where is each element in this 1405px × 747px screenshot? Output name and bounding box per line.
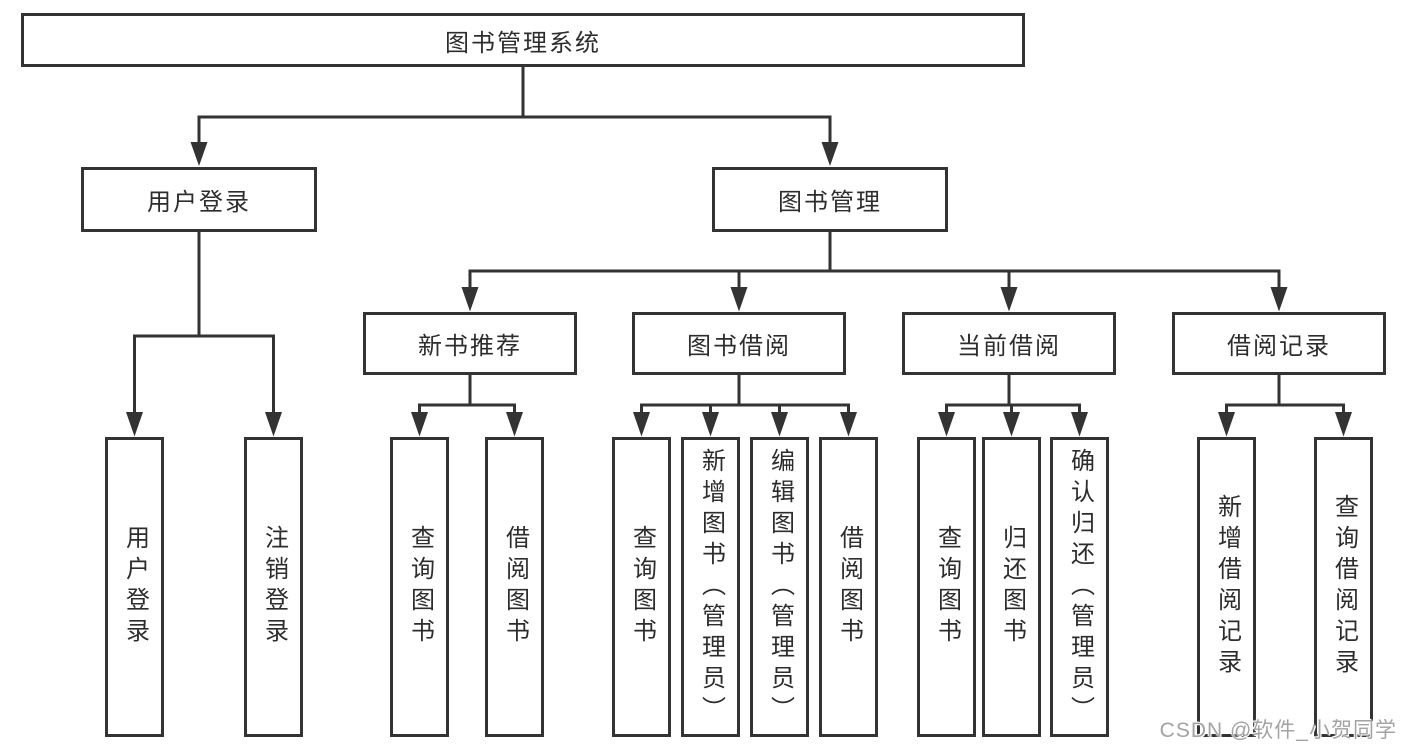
leaf-current-return: 归还图书	[982, 437, 1041, 737]
arrow-down-icon	[821, 142, 839, 166]
connector-root-to-level2	[197, 67, 832, 143]
connector-records-to-leaves	[1225, 375, 1345, 413]
arrow-down-icon	[190, 142, 208, 166]
arrowheads-bookborrow-leaves	[633, 412, 857, 437]
arrow-down-icon	[1003, 412, 1020, 437]
connector-bookborrow-to-leaves	[640, 375, 850, 413]
arrowheads-userlogin-leaves	[126, 412, 282, 437]
node-new-book-recommend: 新书推荐	[363, 312, 577, 375]
arrow-down-icon	[840, 412, 857, 437]
leaf-borrow-query-label: 查询图书	[628, 525, 656, 649]
leaf-borrow-borrow: 借阅图书	[819, 437, 878, 737]
node-book-borrow: 图书借阅	[632, 312, 846, 375]
leaf-current-query: 查询图书	[917, 437, 976, 737]
leaf-newbook-query-label: 查询图书	[406, 525, 434, 649]
node-new-book-recommend-label: 新书推荐	[418, 333, 522, 360]
leaf-borrow-edit-label: 编辑图书（管理员）	[766, 447, 794, 727]
leaf-newbook-borrow-label: 借阅图书	[501, 525, 529, 649]
arrow-down-icon	[1335, 412, 1352, 437]
arrow-down-icon	[938, 412, 955, 437]
leaf-logout: 注销登录	[244, 437, 303, 737]
arrow-down-icon	[461, 287, 479, 312]
leaf-user-login: 用户登录	[105, 437, 164, 737]
node-user-login-label: 用户登录	[147, 189, 251, 216]
node-borrow-records: 借阅记录	[1172, 312, 1386, 375]
arrowheads-level3	[461, 287, 1288, 312]
leaf-logout-label: 注销登录	[260, 525, 288, 649]
arrow-down-icon	[1270, 287, 1288, 312]
node-book-management-label: 图书管理	[778, 189, 882, 216]
arrow-down-icon	[633, 412, 650, 437]
leaf-records-add-label: 新增借阅记录	[1213, 494, 1241, 680]
arrow-down-icon	[730, 287, 748, 312]
leaf-borrow-borrow-label: 借阅图书	[835, 525, 863, 649]
arrow-down-icon	[771, 412, 788, 437]
leaf-borrow-query: 查询图书	[612, 437, 671, 737]
csdn-watermark: CSDN @软件_小贺同学	[1159, 719, 1397, 742]
arrow-down-icon	[411, 412, 428, 437]
node-book-management: 图书管理	[712, 167, 948, 232]
node-current-borrow-label: 当前借阅	[957, 333, 1061, 360]
connector-currentborrow-to-leaves	[945, 375, 1081, 413]
arrowheads-level2	[190, 142, 839, 166]
connector-userlogin-to-leaves	[133, 232, 275, 413]
leaf-newbook-query: 查询图书	[390, 437, 449, 737]
arrow-down-icon	[702, 412, 719, 437]
arrowheads-newbook-leaves	[411, 412, 523, 437]
leaf-borrow-edit: 编辑图书（管理员）	[750, 437, 809, 737]
arrow-down-icon	[126, 412, 143, 437]
leaf-current-return-label: 归还图书	[998, 525, 1026, 649]
leaf-records-add: 新增借阅记录	[1197, 437, 1256, 737]
arrowheads-currentborrow-leaves	[938, 412, 1088, 437]
node-book-borrow-label: 图书借阅	[687, 333, 791, 360]
leaf-borrow-add-label: 新增图书（管理员）	[697, 447, 725, 727]
arrow-down-icon	[506, 412, 523, 437]
leaf-records-query-label: 查询借阅记录	[1330, 494, 1358, 680]
node-borrow-records-label: 借阅记录	[1227, 333, 1331, 360]
leaf-newbook-borrow: 借阅图书	[485, 437, 544, 737]
arrow-down-icon	[1000, 287, 1018, 312]
connector-newbook-to-leaves	[418, 375, 516, 413]
arrow-down-icon	[1071, 412, 1088, 437]
node-user-login: 用户登录	[81, 167, 317, 232]
arrowheads-records-leaves	[1218, 412, 1352, 437]
leaf-borrow-add: 新增图书（管理员）	[681, 437, 740, 737]
leaf-current-query-label: 查询图书	[933, 525, 961, 649]
node-root-label: 图书管理系统	[445, 29, 601, 57]
leaf-current-confirm-label: 确认归还（管理员）	[1066, 447, 1094, 727]
leaf-records-query: 查询借阅记录	[1314, 437, 1373, 737]
node-root: 图书管理系统	[21, 13, 1025, 67]
leaf-current-confirm: 确认归还（管理员）	[1050, 437, 1109, 737]
arrow-down-icon	[1218, 412, 1235, 437]
leaf-user-login-label: 用户登录	[121, 525, 149, 649]
node-current-borrow: 当前借阅	[902, 312, 1116, 375]
connector-bookmgmt-to-level3	[468, 232, 1281, 288]
arrow-down-icon	[265, 412, 282, 437]
